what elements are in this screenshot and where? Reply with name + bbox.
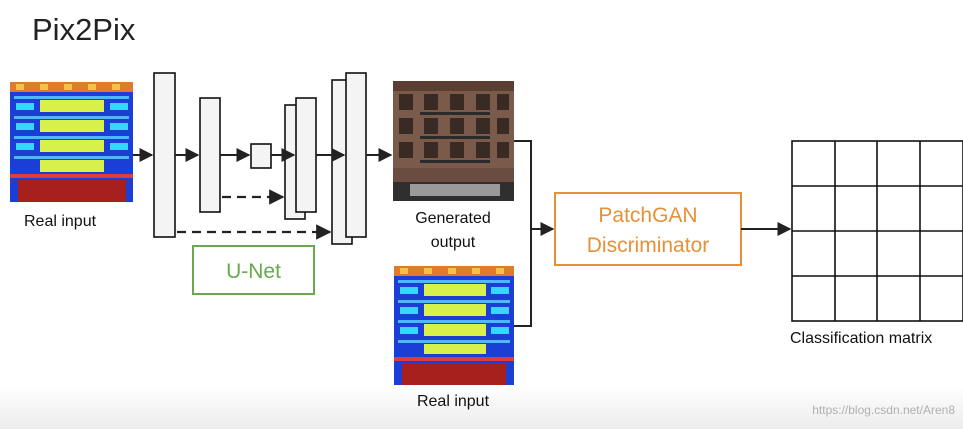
connector-generated-to-discriminator <box>514 140 532 229</box>
classification-matrix-label: Classification matrix <box>790 330 932 347</box>
bottom-fade <box>0 385 963 429</box>
unet-decoder-block-2-front <box>345 72 367 238</box>
generated-output-image <box>393 81 514 201</box>
real-input-label-left: Real input <box>24 213 97 230</box>
page-title: Pix2Pix <box>32 12 136 47</box>
real-input-image-left <box>10 82 133 202</box>
patchgan-label-line2: Discriminator <box>587 234 710 257</box>
unet-decoder-block-1-front <box>295 97 317 213</box>
generated-output-label-line2: output <box>431 234 476 251</box>
unet-bottleneck-block <box>250 143 272 169</box>
unet-encoder-block-1 <box>153 72 176 238</box>
real-input-image-bottom <box>394 266 514 385</box>
watermark-text: https://blog.csdn.net/Aren8 <box>812 403 955 417</box>
connector-real-to-discriminator <box>514 229 532 327</box>
patchgan-label-line1: PatchGAN <box>598 204 697 227</box>
real-input-label-bottom: Real input <box>417 393 490 410</box>
generated-output-label-line1: Generated <box>415 210 491 227</box>
unet-box <box>192 245 315 295</box>
classification-matrix-grid <box>791 140 963 322</box>
unet-label: U-Net <box>226 260 281 283</box>
unet-encoder-block-2 <box>199 97 221 213</box>
